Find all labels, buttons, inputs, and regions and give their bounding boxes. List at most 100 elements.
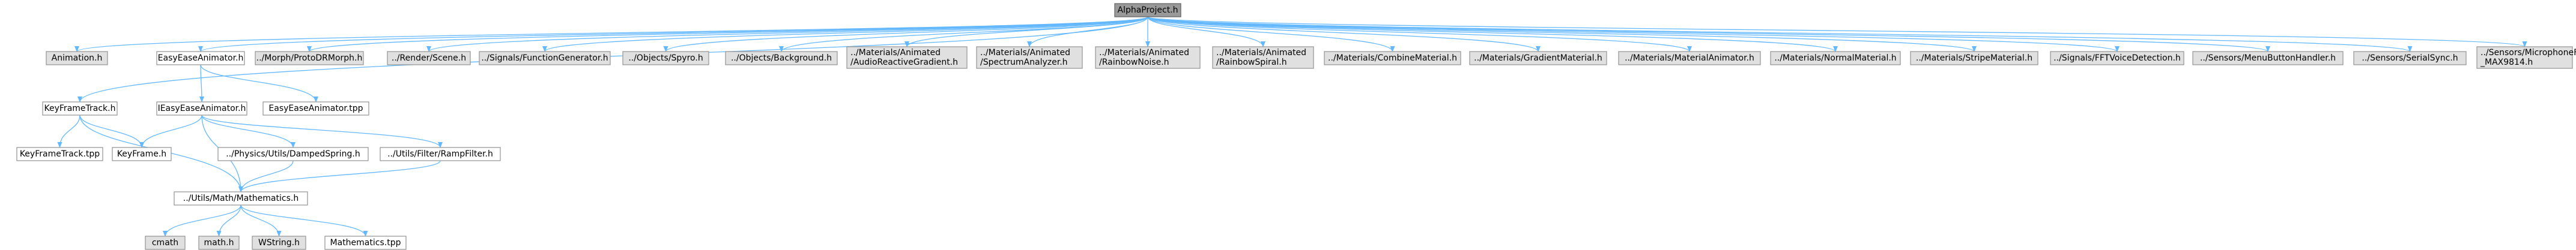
node-objects-background-h[interactable]: ../Objects/Background.h (725, 51, 838, 65)
edge-mathematics-to-mathh (216, 204, 241, 237)
edge-ieaseanimator-to-dampedspring (201, 115, 295, 148)
node-box (1770, 51, 1901, 65)
node-materials-stripematerial-h[interactable]: ../Materials/StripeMaterial.h (1910, 51, 2038, 65)
node-label: ../Render/Scene.h (392, 53, 466, 63)
node-easyeaseanimator-tpp[interactable]: EasyEaseAnimator.tpp (262, 101, 369, 116)
node-label: Animation.h (52, 53, 103, 63)
node-signals-fftvoicedetection-h[interactable]: ../Signals/FFTVoiceDetection.h (2050, 51, 2184, 65)
node-box (174, 191, 308, 206)
edge-ieaseanimator-to-rampfilter (201, 115, 443, 148)
node-label: ../Materials/CombineMaterial.h (1328, 53, 1457, 63)
node-keyframetrack-h[interactable]: KeyFrameTrack.h (42, 101, 118, 116)
edge-root-to-background (779, 16, 1148, 52)
node-box (846, 46, 968, 69)
node-keyframetrack-tpp[interactable]: KeyFrameTrack.tpp (16, 147, 103, 161)
edge-root-to-gradientmat (1147, 16, 1541, 52)
node-box (1910, 51, 2038, 65)
node-box (976, 46, 1083, 69)
node-box (255, 51, 364, 65)
node-utils-filter-rampfilter-h[interactable]: ../Utils/Filter/RampFilter.h (380, 147, 501, 161)
node-label: ../Objects/Spyro.h (628, 53, 703, 63)
node-sensors-menubuttonhandler-h[interactable]: ../Sensors/MenuButtonHandler.h (2192, 51, 2344, 65)
edge-keyframetrack-to-keyframe (79, 115, 144, 148)
node-label: ../Materials/MaterialAnimator.h (1625, 53, 1754, 63)
node-label: ../Sensors/MicrophoneFourier (2481, 48, 2576, 58)
node-box (112, 147, 172, 161)
edge-root-to-materialanim (1147, 16, 1692, 52)
node-box (1324, 51, 1461, 65)
node-materials-animated-rainbownoise-h[interactable]: ../Materials/Animated/RainbowNoise.h (1095, 46, 1201, 69)
edge-root-to-audiograd (905, 16, 1148, 47)
node-box (262, 101, 369, 116)
node-materials-combinematerial-h[interactable]: ../Materials/CombineMaterial.h (1324, 51, 1461, 65)
node-box (324, 236, 407, 250)
edge-easeanimator-to-easeanimatortpp (200, 64, 318, 103)
node-materials-normalmaterial-h[interactable]: ../Materials/NormalMaterial.h (1770, 51, 1901, 65)
node-label: KeyFrame.h (117, 149, 166, 159)
node-box (1212, 46, 1314, 69)
node-label: ../Morph/ProtoDRMorph.h (256, 53, 363, 63)
node-materials-animated-audioreactivegradient-h[interactable]: ../Materials/Animated/AudioReactiveGradi… (846, 46, 968, 69)
node-ieasyeaseanimator-h[interactable]: IEasyEaseAnimator.h (156, 101, 247, 116)
node-box (145, 236, 186, 250)
node-box (2050, 51, 2184, 65)
edge-mathematics-to-mathtpp (240, 204, 368, 237)
node-objects-spyro-h[interactable]: ../Objects/Spyro.h (622, 51, 709, 65)
node-label: cmath (152, 238, 178, 248)
node-box (217, 147, 369, 161)
node-label: ../Materials/NormalMaterial.h (1774, 53, 1896, 63)
edge-root-to-keyframetrack (77, 16, 1148, 103)
node-label: WString.h (258, 238, 300, 248)
node-label: ../Signals/FFTVoiceDetection.h (2053, 53, 2181, 63)
node-label: KeyFrameTrack.tpp (20, 149, 100, 159)
node-signals-functiongenerator-h[interactable]: ../Signals/FunctionGenerator.h (479, 51, 611, 65)
node-label: /AudioReactiveGradient.h (850, 58, 958, 67)
node-utils-math-mathematics-h[interactable]: ../Utils/Math/Mathematics.h (174, 191, 308, 206)
edge-easeanimator-to-ieaseanimator (199, 64, 204, 103)
edge-root-to-funcgen (542, 16, 1148, 52)
edge-root-to-serialsync (1147, 16, 2412, 52)
node-materials-animated-rainbowspiral-h[interactable]: ../Materials/Animated/RainbowSpiral.h (1212, 46, 1314, 69)
edge-root-to-menubutton (1147, 16, 2270, 52)
node-wstring-h[interactable]: WString.h (252, 236, 306, 250)
node-box (198, 236, 240, 250)
node-label: ../Materials/Animated (980, 48, 1070, 58)
edge-root-to-fftvoice (1147, 16, 2120, 52)
node-alphaproject-h[interactable]: AlphaProject.h (1114, 3, 1181, 17)
node-box (479, 51, 611, 65)
edge-mathematics-to-cmath (163, 204, 241, 237)
node-box (2192, 51, 2344, 65)
node-label: ../Sensors/MenuButtonHandler.h (2200, 53, 2336, 63)
node-label: ../Materials/Animated (1099, 48, 1189, 58)
node-box (156, 101, 247, 116)
edge-root-to-protodrmorph (307, 16, 1148, 52)
node-label: IEasyEaseAnimator.h (158, 104, 246, 113)
node-physics-utils-dampedspring-h[interactable]: ../Physics/Utils/DampedSpring.h (217, 147, 369, 161)
edge-keyframetrack-to-keyframetracktpp (57, 115, 80, 148)
node-sensors-microphonefourier-max9814-h[interactable]: ../Sensors/MicrophoneFourier_MAX9814.h (2476, 46, 2576, 69)
node-math-h[interactable]: math.h (198, 236, 240, 250)
node-label: ../Materials/Animated (850, 48, 941, 58)
node-render-scene-h[interactable]: ../Render/Scene.h (387, 51, 471, 65)
node-label: ../Materials/StripeMaterial.h (1916, 53, 2032, 63)
node-keyframe-h[interactable]: KeyFrame.h (112, 147, 172, 161)
node-label: ../Materials/Animated (1216, 48, 1306, 58)
node-label: Mathematics.tpp (330, 238, 401, 248)
node-morph-protodrmorph-h[interactable]: ../Morph/ProtoDRMorph.h (255, 51, 364, 65)
node-box (2476, 46, 2573, 69)
node-label: math.h (204, 238, 234, 248)
node-animation-h[interactable]: Animation.h (46, 51, 108, 65)
node-materials-gradientmaterial-h[interactable]: ../Materials/GradientMaterial.h (1469, 51, 1607, 65)
node-cmath[interactable]: cmath (145, 236, 186, 250)
node-easyeaseanimator-h[interactable]: EasyEaseAnimator.h (156, 51, 245, 65)
node-label: _MAX9814.h (2480, 58, 2533, 67)
node-sensors-serialsync-h[interactable]: ../Sensors/SerialSync.h (2353, 51, 2467, 65)
node-label: KeyFrameTrack.h (44, 104, 116, 113)
node-materials-materialanimator-h[interactable]: ../Materials/MaterialAnimator.h (1618, 51, 1761, 65)
edge-dampedspring-to-mathematics (238, 160, 294, 192)
node-mathematics-tpp[interactable]: Mathematics.tpp (324, 236, 407, 250)
node-materials-animated-spectrumanalyzer-h[interactable]: ../Materials/Animated/SpectrumAnalyzer.h (976, 46, 1083, 69)
node-label: ../Materials/GradientMaterial.h (1474, 53, 1602, 63)
